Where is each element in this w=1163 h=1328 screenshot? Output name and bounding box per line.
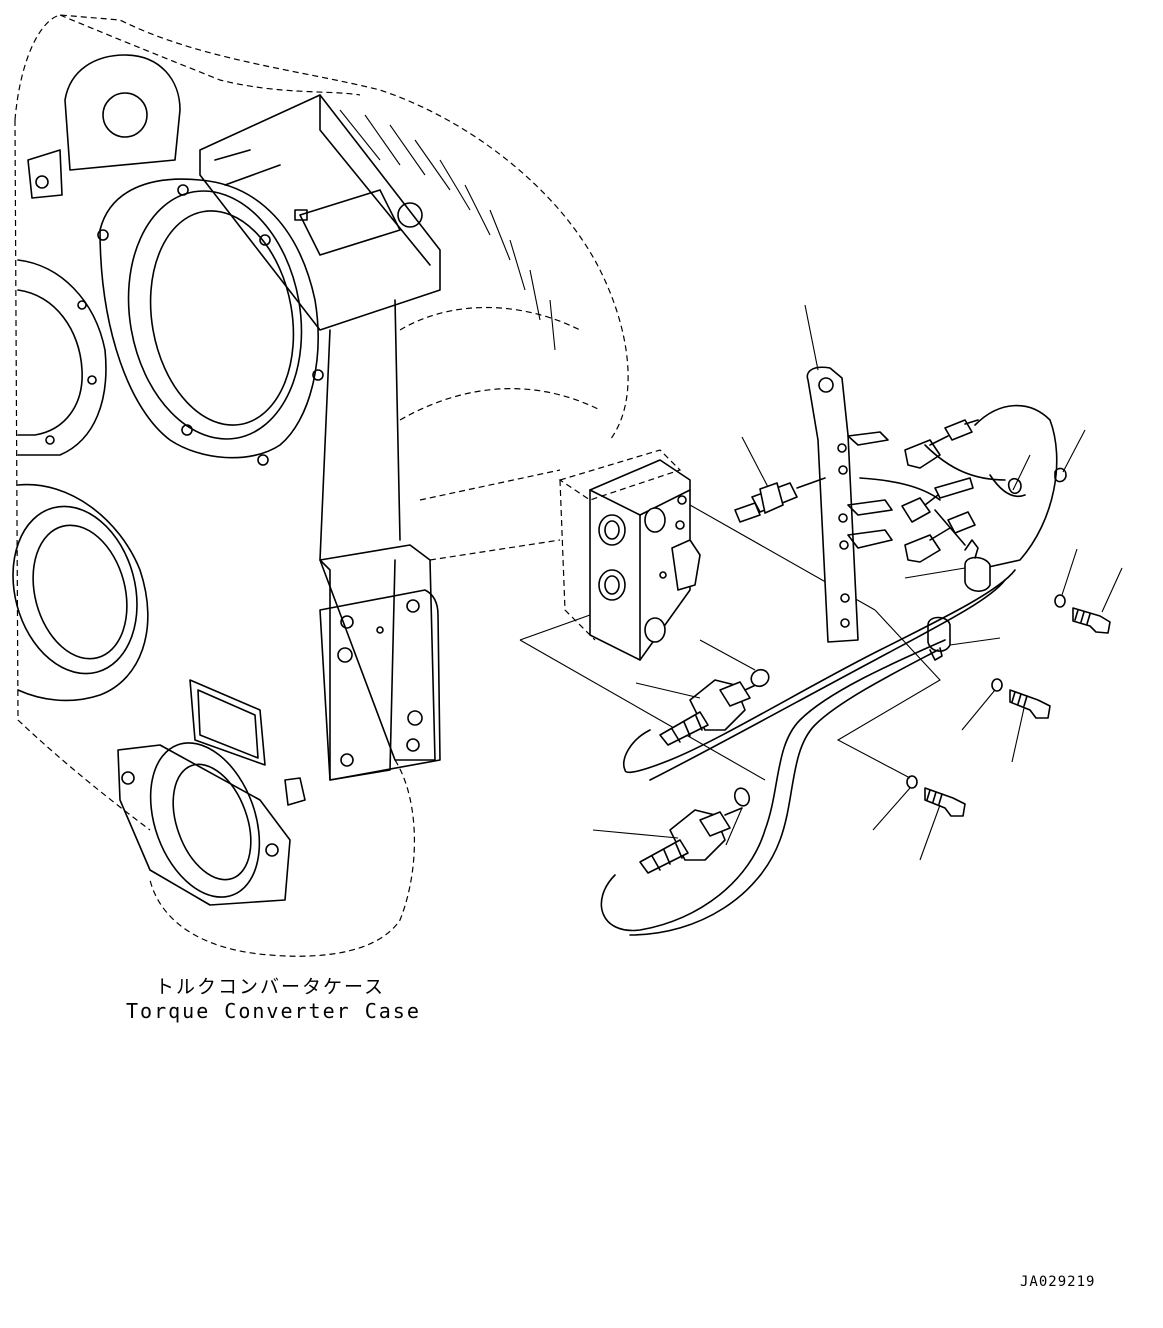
connector-group	[859, 404, 1086, 571]
bolt-lower	[872, 775, 966, 861]
bolt-upper-right	[1054, 548, 1123, 634]
case-label-japanese: トルクコンバータケース	[155, 976, 386, 998]
valve-block	[519, 449, 876, 781]
bolt-middle	[961, 678, 1051, 763]
assembly-guide-lines	[836, 609, 941, 779]
temperature-sensor	[734, 436, 826, 523]
clamp-lower	[927, 616, 1001, 661]
pressure-switch-lower	[592, 807, 743, 874]
pressure-switch-upper	[635, 679, 761, 746]
torque-converter-case	[12, 14, 629, 957]
case-label-english: Torque Converter Case	[126, 999, 421, 1023]
harness-bracket	[804, 304, 893, 643]
o-ring-upper	[699, 639, 770, 688]
drawing-code: JA029219	[1020, 1274, 1096, 1290]
clamp-upper	[904, 539, 991, 592]
o-ring-lower	[725, 787, 751, 846]
harness-cable	[600, 569, 1016, 936]
